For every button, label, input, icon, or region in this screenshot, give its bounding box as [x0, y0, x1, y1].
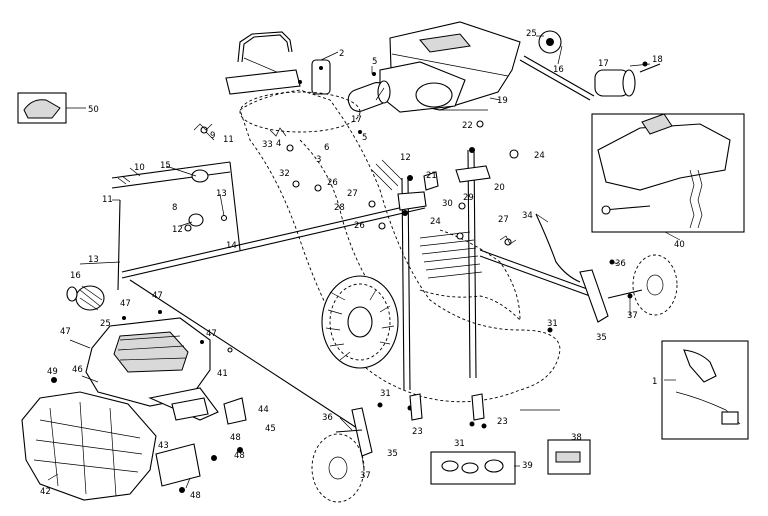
rear-wheel — [321, 275, 399, 369]
callout-20: 20 — [494, 183, 505, 193]
callout-30: 30 — [442, 199, 453, 209]
callout-10: 10 — [134, 163, 145, 173]
callout-35: 35 — [596, 333, 607, 343]
callout-28: 28 — [334, 203, 345, 213]
callout-47d: 47 — [206, 329, 217, 339]
front-axle-bracket-left — [335, 407, 373, 457]
inset-box-39 — [430, 451, 516, 485]
handle-assembly — [225, 31, 331, 95]
bag-bracket-plate — [155, 443, 201, 489]
callout-26b: 26 — [354, 221, 365, 231]
grass-catcher-bag — [21, 391, 157, 501]
leader-lines — [47, 35, 681, 481]
callout-39: 39 — [522, 461, 533, 471]
callout-40: 40 — [674, 240, 685, 250]
callout-50: 50 — [88, 105, 99, 115]
callout-5b: 5 — [362, 133, 367, 143]
callout-6: 6 — [324, 143, 329, 153]
inset-box-38 — [547, 439, 591, 475]
callout-48c: 48 — [190, 491, 201, 501]
callout-12b: 12 — [400, 153, 411, 163]
left-wheel-hub — [66, 285, 105, 311]
callout-15: 15 — [160, 161, 171, 171]
callout-14: 14 — [226, 241, 237, 251]
callout-23b: 23 — [497, 417, 508, 427]
callout-42: 42 — [40, 487, 51, 497]
callout-48b: 48 — [234, 451, 245, 461]
callout-31c: 31 — [454, 439, 465, 449]
front-wheel-left — [311, 433, 365, 503]
front-axle-bracket-right — [579, 269, 643, 323]
axle-assembly — [519, 30, 661, 101]
callout-18: 18 — [652, 55, 663, 65]
callout-16b: 16 — [553, 65, 564, 75]
callout-27: 27 — [347, 189, 358, 199]
callout-4: 4 — [276, 139, 281, 149]
engine-shroud — [379, 21, 521, 113]
callout-43: 43 — [158, 441, 169, 451]
inset-box-50 — [17, 92, 67, 124]
callout-19: 19 — [497, 96, 508, 106]
small-hardware — [51, 61, 648, 493]
callout-47: 47 — [120, 299, 131, 309]
callout-27b: 27 — [498, 215, 509, 225]
callout-5: 5 — [372, 57, 377, 67]
callout-46: 46 — [72, 365, 83, 375]
callout-1: 1 — [652, 377, 657, 387]
callout-labels: 1 2 3 4 5 5 6 8 9 10 11 11 12 12 13 13 1… — [40, 29, 685, 501]
callout-49: 49 — [47, 367, 58, 377]
callout-48: 48 — [230, 433, 241, 443]
deck-outline — [239, 89, 561, 403]
pivot-cylinder — [347, 80, 391, 112]
callout-25b: 25 — [100, 319, 111, 329]
callout-17b: 17 — [351, 115, 362, 125]
callout-17: 17 — [598, 59, 609, 69]
callout-16: 16 — [70, 271, 81, 281]
deck-hatching — [371, 159, 521, 321]
callout-13: 13 — [88, 255, 99, 265]
callout-34: 34 — [522, 211, 533, 221]
callout-32: 32 — [279, 169, 290, 179]
callout-26: 26 — [327, 178, 338, 188]
inset-box-1 — [661, 340, 749, 440]
callout-3: 3 — [316, 155, 321, 165]
callout-24b: 24 — [430, 217, 441, 227]
callout-9: 9 — [210, 131, 215, 141]
callout-36b: 36 — [322, 413, 333, 423]
callout-38: 38 — [571, 433, 582, 443]
callout-37b: 37 — [360, 471, 371, 481]
callout-12: 12 — [172, 225, 183, 235]
callout-11: 11 — [223, 135, 234, 145]
callout-44: 44 — [258, 405, 269, 415]
callout-21: 21 — [426, 171, 437, 181]
callout-29: 29 — [463, 193, 474, 203]
inset-box-40 — [591, 113, 745, 233]
callout-25: 25 — [526, 29, 537, 39]
callout-31: 31 — [547, 319, 558, 329]
callout-37: 37 — [627, 311, 638, 321]
callout-47b: 47 — [152, 291, 163, 301]
callout-13b: 13 — [216, 189, 227, 199]
callout-11b: 11 — [102, 195, 113, 205]
callout-22: 22 — [462, 121, 473, 131]
callout-2: 2 — [339, 49, 344, 59]
callout-47c: 47 — [60, 327, 71, 337]
callout-31b: 31 — [380, 389, 391, 399]
height-adjust-lever — [504, 213, 581, 283]
callout-41: 41 — [217, 369, 228, 379]
callout-36: 36 — [615, 259, 626, 269]
callout-8: 8 — [172, 203, 177, 213]
callout-33: 33 — [262, 140, 273, 150]
callout-45: 45 — [265, 424, 276, 434]
callout-24: 24 — [534, 151, 545, 161]
callout-23: 23 — [412, 427, 423, 437]
callout-35b: 35 — [387, 449, 398, 459]
front-wheel-right — [632, 254, 678, 316]
